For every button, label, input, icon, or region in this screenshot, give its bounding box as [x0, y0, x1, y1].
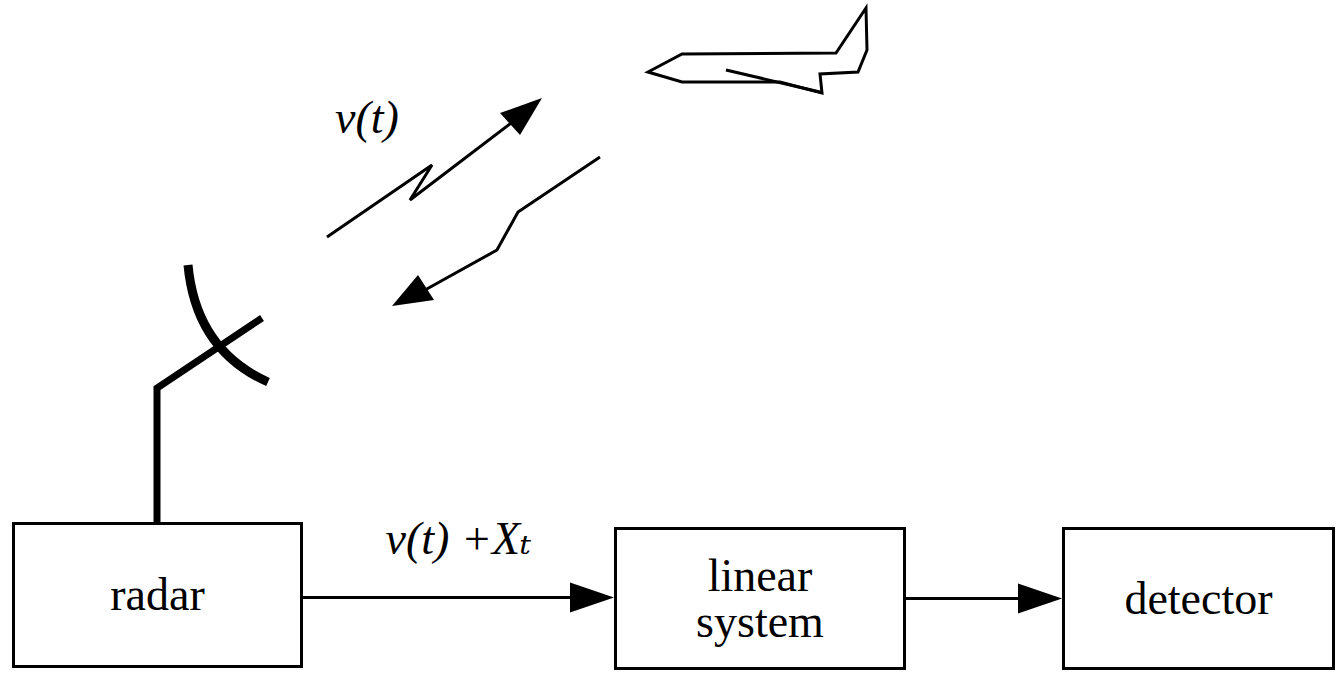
reflected-wave	[425, 157, 600, 290]
airplane-wing	[726, 70, 820, 92]
box-label: linear system	[670, 553, 850, 645]
signal-label: v(t) +Xₜ	[383, 514, 535, 565]
process-box: radar	[12, 522, 303, 668]
wave-arrowhead	[500, 98, 542, 135]
signal-name: v(t)	[332, 93, 402, 144]
arrowhead	[570, 583, 614, 613]
arrowhead	[1018, 584, 1062, 614]
airplane	[648, 8, 867, 93]
antenna-mast	[157, 318, 262, 522]
wave-arrowhead	[392, 275, 434, 306]
connector-line	[303, 596, 570, 599]
process-box: linear system	[614, 527, 906, 670]
box-label: radar	[110, 572, 204, 618]
signal-arrow	[906, 584, 1062, 614]
box-label: detector	[1124, 576, 1272, 622]
antenna-dish	[188, 265, 268, 382]
signal-arrow	[303, 583, 614, 613]
connector-line	[906, 597, 1018, 600]
process-box: detector	[1062, 527, 1335, 670]
